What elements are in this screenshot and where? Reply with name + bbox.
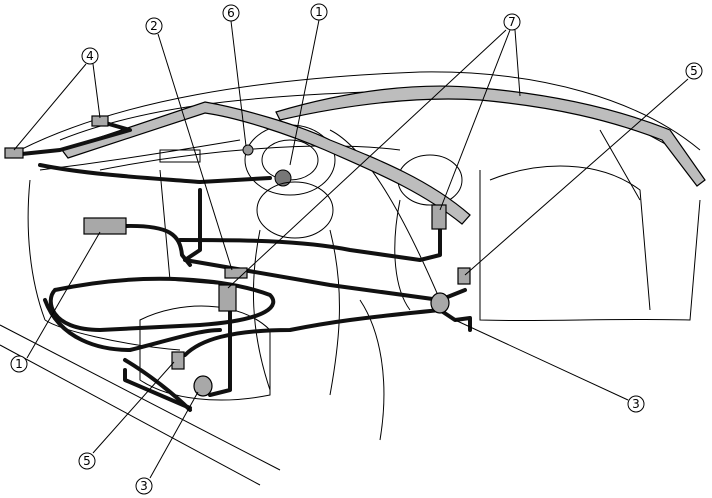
seatbelt-pretensioner-left: [193, 375, 213, 397]
svg-text:5: 5: [83, 454, 91, 468]
vehicle-body-outline: [0, 71, 701, 486]
callout-5-bottom: 5: [78, 452, 96, 470]
svg-text:3: 3: [632, 397, 640, 411]
driver-airbag-module: [274, 169, 292, 187]
svg-text:6: 6: [227, 6, 235, 20]
curtain-inflator-right: [431, 204, 447, 230]
svg-text:3: 3: [140, 479, 148, 493]
callout-7: 7: [503, 13, 521, 31]
side-sensor-left: [171, 351, 185, 370]
seatbelt-pretensioner-right: [430, 292, 450, 314]
airbag-control-unit: [83, 217, 127, 235]
callout-5-right: 5: [685, 62, 703, 80]
indicator-lamp: [242, 144, 254, 156]
svg-text:1: 1: [315, 5, 323, 19]
wiring-harness: [10, 118, 472, 412]
svg-text:2: 2: [150, 19, 158, 33]
callout-1-left: 1: [10, 355, 28, 373]
svg-text:4: 4: [86, 49, 94, 63]
side-sensor-right: [457, 267, 471, 285]
callout-3-bottom: 3: [135, 477, 153, 495]
callout-1-top: 1: [310, 3, 328, 21]
curtain-airbag-left: [61, 101, 471, 225]
leader-lines: [13, 19, 689, 479]
svg-text:1: 1: [15, 357, 23, 371]
callout-6: 6: [222, 4, 240, 22]
svg-text:5: 5: [690, 64, 698, 78]
seats: [139, 154, 463, 401]
curtain-inflator-left: [218, 284, 237, 312]
callout-4: 4: [81, 47, 99, 65]
passenger-airbag-connector: [224, 267, 248, 279]
callout-3-right: 3: [627, 395, 645, 413]
curtain-airbag-right: [275, 85, 706, 187]
front-sensor-left: [4, 147, 24, 159]
curtain-airbags: [61, 85, 706, 225]
components: [4, 115, 471, 397]
callout-2: 2: [145, 17, 163, 35]
svg-text:7: 7: [508, 15, 516, 29]
